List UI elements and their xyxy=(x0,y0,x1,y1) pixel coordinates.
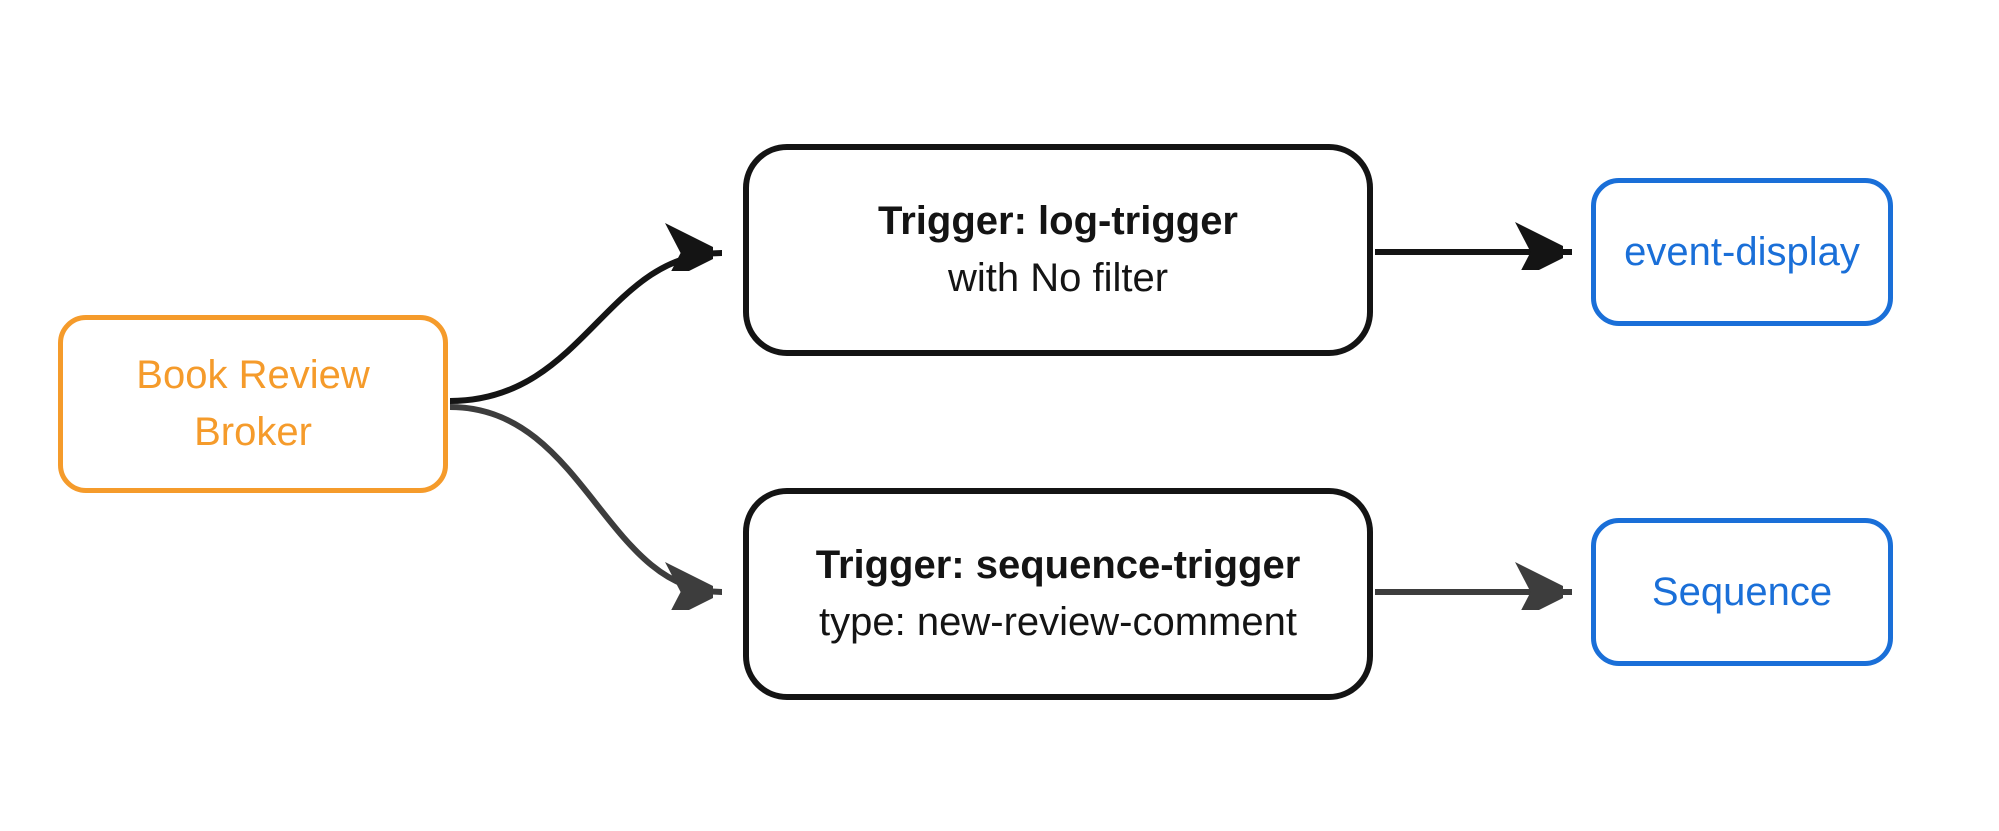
edge-broker-to-log-trigger xyxy=(449,253,723,404)
node-book-review-broker-label: Book Review Broker xyxy=(136,353,370,454)
node-sequence-trigger-title: Trigger: sequence-trigger xyxy=(815,543,1301,587)
node-log-trigger: Trigger: log-trigger with No filter xyxy=(743,144,1373,356)
node-sequence-label: Sequence xyxy=(1651,570,1833,614)
node-sequence-trigger: Trigger: sequence-trigger type: new-revi… xyxy=(743,488,1373,700)
edge-broker-to-sequence-trigger xyxy=(449,404,723,592)
node-sequence-trigger-subtitle: type: new-review-comment xyxy=(819,600,1297,644)
node-log-trigger-subtitle: with No filter xyxy=(947,256,1169,300)
node-event-display: event-display xyxy=(1591,178,1893,326)
node-book-review-broker: Book Review Broker xyxy=(58,315,448,493)
node-sequence: Sequence xyxy=(1591,518,1893,666)
node-log-trigger-title: Trigger: log-trigger xyxy=(878,199,1238,243)
node-event-display-label: event-display xyxy=(1624,230,1860,274)
